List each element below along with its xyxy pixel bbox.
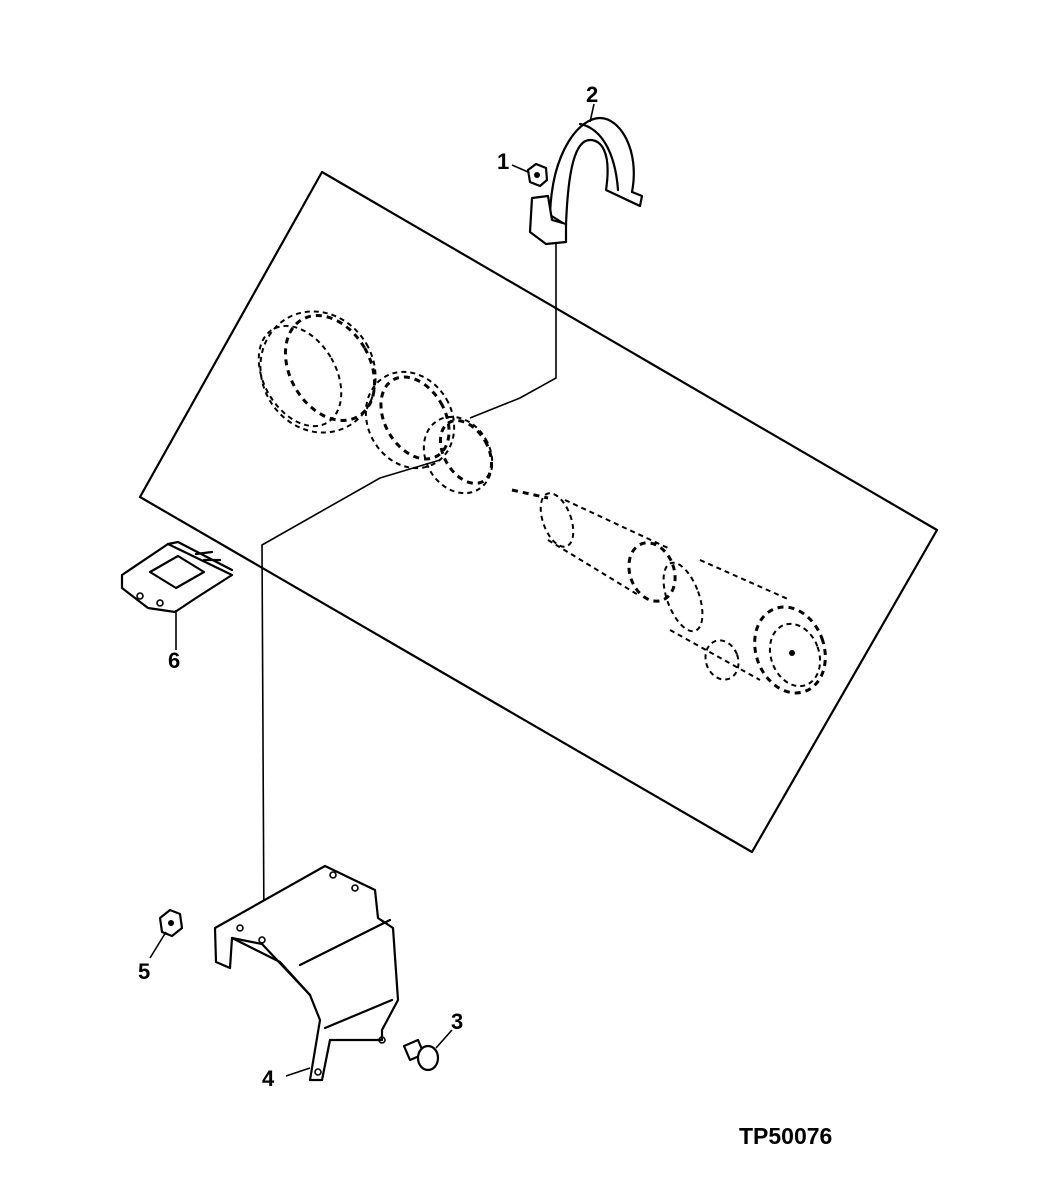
callout-3: 3 xyxy=(451,1009,464,1034)
bolt-part xyxy=(402,1038,440,1072)
nut-part-1 xyxy=(526,162,549,188)
strap-clamp-part xyxy=(528,116,644,246)
bracket-part xyxy=(120,540,234,614)
callout-2: 2 xyxy=(586,82,599,107)
guard-shield-part xyxy=(213,864,400,1082)
inset-frame xyxy=(138,170,939,854)
reference-assembly xyxy=(257,310,827,695)
nut-part-5 xyxy=(158,908,184,938)
callout-1: 1 xyxy=(497,149,510,174)
callout-4: 4 xyxy=(262,1066,275,1091)
figure-id-label: TP50076 xyxy=(739,1123,833,1149)
assembly-leader-lines xyxy=(261,240,557,936)
callout-leaders xyxy=(149,103,595,1077)
callout-6: 6 xyxy=(168,648,181,673)
callout-5: 5 xyxy=(138,959,151,984)
